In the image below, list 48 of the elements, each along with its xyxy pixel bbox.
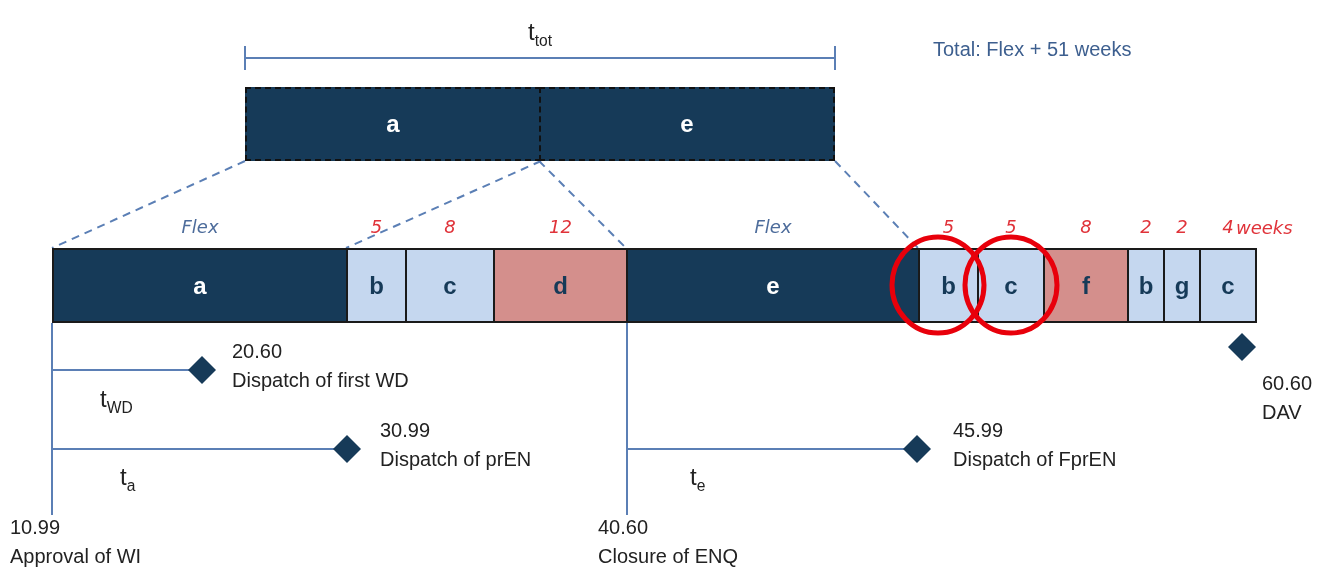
projection-line (51, 160, 246, 249)
dimension-label: t$_{WD}$ (100, 385, 133, 417)
bar-segment: c (1199, 248, 1257, 323)
week-count: 12 (549, 216, 572, 237)
duration-label: Flex (181, 216, 219, 237)
milestone-value: 30.99 (380, 419, 431, 442)
week-count: 2 (1176, 216, 1188, 237)
milestone-label: Closure of ENQ (598, 545, 739, 568)
milestone-diamond (188, 356, 216, 384)
week-count: 4 (1222, 216, 1234, 237)
phase-box: a (245, 87, 541, 161)
milestone-diamond (333, 435, 361, 463)
week-count: 8 (1080, 216, 1092, 237)
dimension-label: t$_{a}$ (120, 463, 136, 495)
projection-line (345, 160, 542, 249)
week-count: 2 (1140, 216, 1152, 237)
bar-segment: a (52, 248, 348, 323)
phase-box: e (539, 87, 835, 161)
milestone-label: Dispatch of FprEN (953, 448, 1117, 471)
week-count: 5 (1005, 216, 1017, 237)
week-count: 8 (444, 216, 456, 237)
bar-segment: b (346, 248, 407, 323)
unit-label: weeks (1236, 217, 1293, 238)
projection-line (538, 160, 627, 249)
duration-label: Flex (754, 216, 792, 237)
total-note: Total: Flex + 51 weeks (933, 38, 1132, 61)
bar-segment: f (1043, 248, 1129, 323)
bar-segment: c (405, 248, 495, 323)
milestone-value: 40.60 (598, 516, 649, 539)
milestone-value: 60.60 (1262, 372, 1313, 395)
bar-segment: d (493, 248, 628, 323)
week-count: 5 (942, 216, 955, 237)
milestone-diamond (1228, 333, 1256, 361)
dimension-label: t$_{e}$ (690, 463, 706, 495)
bar-segment: b (1127, 248, 1165, 323)
milestone-label: Approval of WI (10, 545, 142, 568)
milestone-value: 45.99 (953, 419, 1004, 442)
dimension-label: t$_{tot}$ (528, 18, 552, 50)
bar-segment: g (1163, 248, 1201, 323)
milestone-value: 20.60 (232, 340, 283, 363)
milestone-label: DAV (1262, 401, 1302, 424)
week-count: 5 (370, 216, 383, 237)
projection-line (834, 160, 919, 249)
milestone-value: 10.99 (10, 516, 61, 539)
milestone-diamond (903, 435, 931, 463)
bar-segment: e (626, 248, 920, 323)
milestone-label: Dispatch of prEN (380, 448, 532, 471)
milestone-label: Dispatch of first WD (232, 369, 409, 392)
